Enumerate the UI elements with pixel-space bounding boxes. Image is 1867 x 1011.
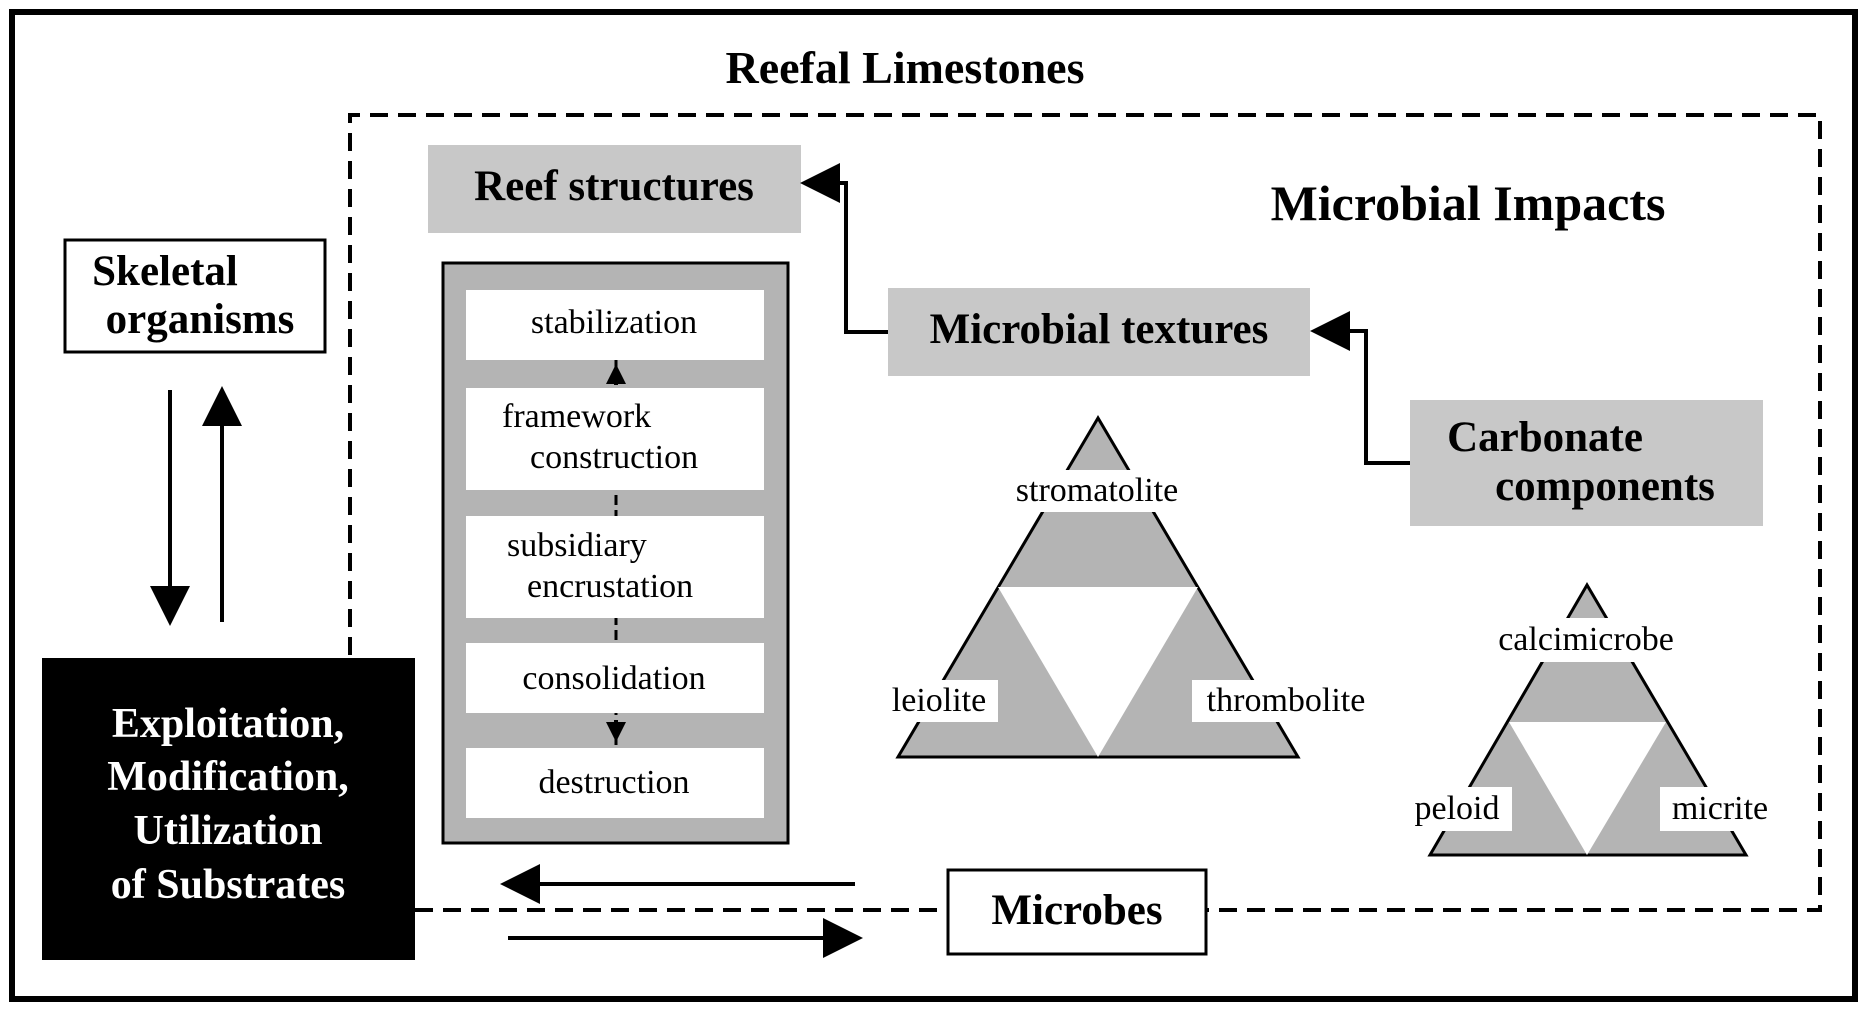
process-consolidation: consolidation <box>522 660 705 697</box>
texture-triangle: stromatolite leiolite thrombolite <box>880 415 1380 759</box>
process-framework-2: construction <box>530 439 698 476</box>
substrates-box: Exploitation, Modification, Utilization … <box>42 658 415 960</box>
microbial-impacts-title: Microbial Impacts <box>1271 175 1666 231</box>
process-box-stabilization <box>466 290 764 360</box>
substrates-line-3: Utilization <box>134 808 323 854</box>
reef-structures-box: Reef structures <box>428 145 801 233</box>
process-stabilization: stabilization <box>531 304 697 341</box>
process-destruction: destruction <box>538 764 689 801</box>
component-triangle: calcimicrobe peloid micrite <box>1402 582 1780 857</box>
process-panel: stabilization framework construction sub… <box>441 261 790 845</box>
skeletal-line-2: organisms <box>106 296 295 343</box>
process-box-subsidiary <box>466 516 764 618</box>
arrow-carbonate-to-textures <box>1310 311 1410 465</box>
texture-thrombolite: thrombolite <box>1207 682 1366 719</box>
diagram-title: Reefal Limestones <box>726 42 1085 93</box>
component-micrite: micrite <box>1672 790 1768 827</box>
carbonate-line-1: Carbonate <box>1447 414 1643 461</box>
microbial-textures-box: Microbial textures <box>888 288 1310 376</box>
carbonate-components-box: Carbonate components <box>1410 400 1763 526</box>
component-calcimicrobe: calcimicrobe <box>1498 621 1674 658</box>
outer-frame <box>9 9 1858 1002</box>
component-peloid: peloid <box>1415 790 1500 827</box>
carbonate-line-2: components <box>1495 463 1715 510</box>
process-box-consolidation <box>466 643 764 713</box>
texture-stromatolite: stromatolite <box>1016 472 1178 509</box>
microbes-box: Microbes <box>946 868 1208 956</box>
substrates-line-4: of Substrates <box>111 862 346 908</box>
process-subsidiary-2: encrustation <box>527 568 693 605</box>
texture-leiolite: leiolite <box>892 682 986 719</box>
process-box-framework <box>466 388 764 490</box>
microbial-textures-label: Microbial textures <box>930 306 1269 353</box>
substrates-line-1: Exploitation, <box>112 701 344 747</box>
reef-structures-label: Reef structures <box>474 163 754 210</box>
substrates-line-2: Modification, <box>107 754 348 800</box>
process-framework-1: framework <box>502 398 651 435</box>
process-box-destruction <box>466 748 764 818</box>
microbes-label: Microbes <box>991 887 1162 934</box>
skeletal-line-1: Skeletal <box>92 248 238 295</box>
skeletal-organisms-box: Skeletal organisms <box>63 238 327 354</box>
arrow-textures-to-reef <box>800 163 888 334</box>
microbial-impacts-region <box>348 113 1822 912</box>
process-subsidiary-1: subsidiary <box>507 527 647 564</box>
